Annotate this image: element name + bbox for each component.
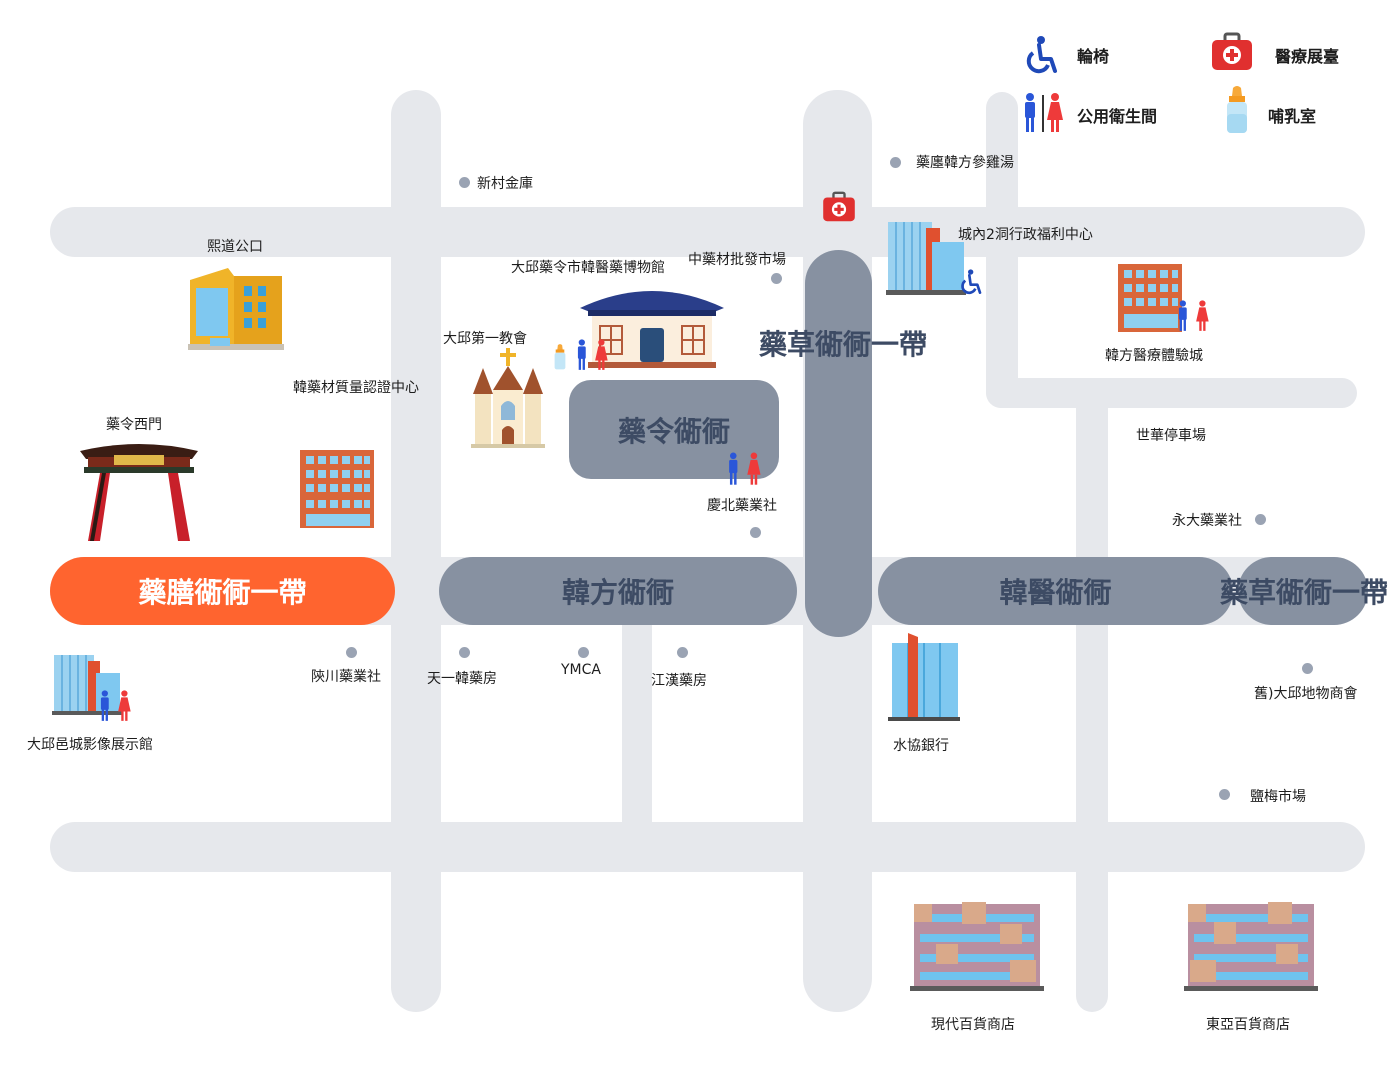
dot-gangnam[interactable] xyxy=(677,647,688,658)
street-yakcho-vertical-label-box: 藥草衚衕一帶 xyxy=(748,318,938,368)
restroom-icon xyxy=(1025,93,1063,132)
road-vertical-short xyxy=(622,600,652,822)
legend-wheelchair-label: 輪椅 xyxy=(1077,47,1110,66)
dot-hapcheon[interactable] xyxy=(346,647,357,658)
baby-bottle-icon[interactable] xyxy=(553,343,567,371)
street-yakcho-right-label-box: 藥草衚衕一帶 xyxy=(1214,557,1394,625)
label-cheonil[interactable]: 天一韓藥房 xyxy=(427,671,497,687)
building-icon[interactable] xyxy=(298,448,376,530)
label-ymca[interactable]: YMCA xyxy=(561,662,601,678)
road-vertical-upper-right xyxy=(986,92,1018,408)
label-suhyup-bank[interactable]: 水協銀行 xyxy=(893,738,949,754)
label-quality-center[interactable]: 韓藥材質量認證中心 xyxy=(293,380,419,396)
street-yakcho-vertical[interactable] xyxy=(805,250,872,637)
label-huido-public[interactable]: 熙道公口 xyxy=(207,239,263,255)
street-yakjeon-label: 藥膳衚衕一帶 xyxy=(138,576,307,609)
label-samgyetang[interactable]: 藥廛韓方參雞湯 xyxy=(916,155,1014,171)
dot-sinchon-bank[interactable] xyxy=(459,177,470,188)
legend-nursing-label: 哺乳室 xyxy=(1268,107,1317,126)
hanok-icon[interactable] xyxy=(578,282,726,370)
road-vertical-right xyxy=(1076,380,1108,1012)
building-icon[interactable] xyxy=(886,220,966,296)
wheelchair-icon[interactable] xyxy=(958,268,982,296)
label-gangnam[interactable]: 江漢藥房 xyxy=(651,673,707,689)
road-top-horizontal xyxy=(50,207,1365,257)
label-yeongdae[interactable]: 永大藥業社 xyxy=(1172,513,1242,529)
wheelchair-icon xyxy=(1026,36,1057,74)
label-welfare-center[interactable]: 城內2洞行政福利中心 xyxy=(958,227,1093,243)
department-store-icon[interactable] xyxy=(910,900,1044,992)
label-herb-market[interactable]: 中藥材批發市場 xyxy=(688,252,786,268)
dot-yeomae[interactable] xyxy=(1219,789,1230,800)
label-old-store[interactable]: 舊)大邱地物商會 xyxy=(1254,686,1358,702)
street-hanbang-label: 韓方衚衕 xyxy=(561,576,674,609)
label-yeomae[interactable]: 鹽梅市場 xyxy=(1250,789,1306,805)
dot-cheonil[interactable] xyxy=(459,647,470,658)
street-hanbang[interactable]: 韓方衚衕 xyxy=(439,557,797,625)
street-yakcho-right[interactable] xyxy=(1238,557,1368,625)
road-right-block-horizontal xyxy=(986,378,1357,408)
dot-ymca[interactable] xyxy=(578,647,589,658)
dot-old-store[interactable] xyxy=(1302,663,1313,674)
dot-gyeongbuk[interactable] xyxy=(750,527,761,538)
label-museum[interactable]: 大邱藥令市韓醫藥博物館 xyxy=(511,260,665,276)
label-experience-town[interactable]: 韓方醫療體驗城 xyxy=(1105,348,1203,364)
road-bottom-horizontal xyxy=(50,822,1365,872)
dot-yeongdae[interactable] xyxy=(1255,514,1266,525)
medical-kit-icon xyxy=(1212,32,1252,70)
label-first-church[interactable]: 大邱第一教會 xyxy=(443,331,527,347)
restroom-icon[interactable] xyxy=(1175,300,1211,332)
legend-medical-label: 醫療展臺 xyxy=(1275,47,1340,66)
street-yakyeong-label: 藥令衚衕 xyxy=(617,414,730,448)
building-icon[interactable] xyxy=(888,633,960,721)
label-gyeongbuk[interactable]: 慶北藥業社 xyxy=(707,498,777,514)
street-hanui-label: 韓醫衚衕 xyxy=(999,576,1112,609)
dot-herb-market[interactable] xyxy=(771,273,782,284)
building-icon[interactable] xyxy=(188,268,284,352)
legend-restroom-label: 公用衛生間 xyxy=(1077,107,1158,126)
label-sinchon-bank[interactable]: 新村金庫 xyxy=(477,176,533,192)
label-sehwa-parking[interactable]: 世華停車場 xyxy=(1136,428,1206,444)
road-vertical-left xyxy=(391,90,441,1012)
street-yakyeong[interactable]: 藥令衚衕 xyxy=(569,380,779,479)
label-hapcheon[interactable]: 陝川藥業社 xyxy=(311,669,381,685)
church-icon[interactable] xyxy=(471,348,545,448)
street-yakjeon[interactable]: 藥膳衚衕一帶 xyxy=(50,557,395,625)
restroom-icon[interactable] xyxy=(725,452,763,486)
building-icon[interactable] xyxy=(1116,262,1184,334)
label-west-gate[interactable]: 藥令西門 xyxy=(106,417,162,433)
medical-kit-icon[interactable] xyxy=(822,191,856,222)
street-yakcho-vertical-label: 藥草衚衕一帶 xyxy=(758,328,927,361)
street-yakcho-right-label: 藥草衚衕一帶 xyxy=(1219,576,1388,609)
baby-bottle-icon xyxy=(1227,86,1247,133)
label-donga-store[interactable]: 東亞百貨商店 xyxy=(1206,1017,1290,1033)
restroom-icon[interactable] xyxy=(574,339,610,371)
street-hanui[interactable]: 韓醫衚衕 xyxy=(878,557,1233,625)
label-image-hall[interactable]: 大邱邑城影像展示館 xyxy=(27,737,153,753)
restroom-icon[interactable] xyxy=(97,690,133,722)
dot-samgyetang[interactable] xyxy=(890,157,901,168)
label-hyundai-store[interactable]: 現代百貨商店 xyxy=(931,1017,1015,1033)
department-store-icon[interactable] xyxy=(1184,900,1318,992)
gate-icon[interactable] xyxy=(80,437,198,541)
